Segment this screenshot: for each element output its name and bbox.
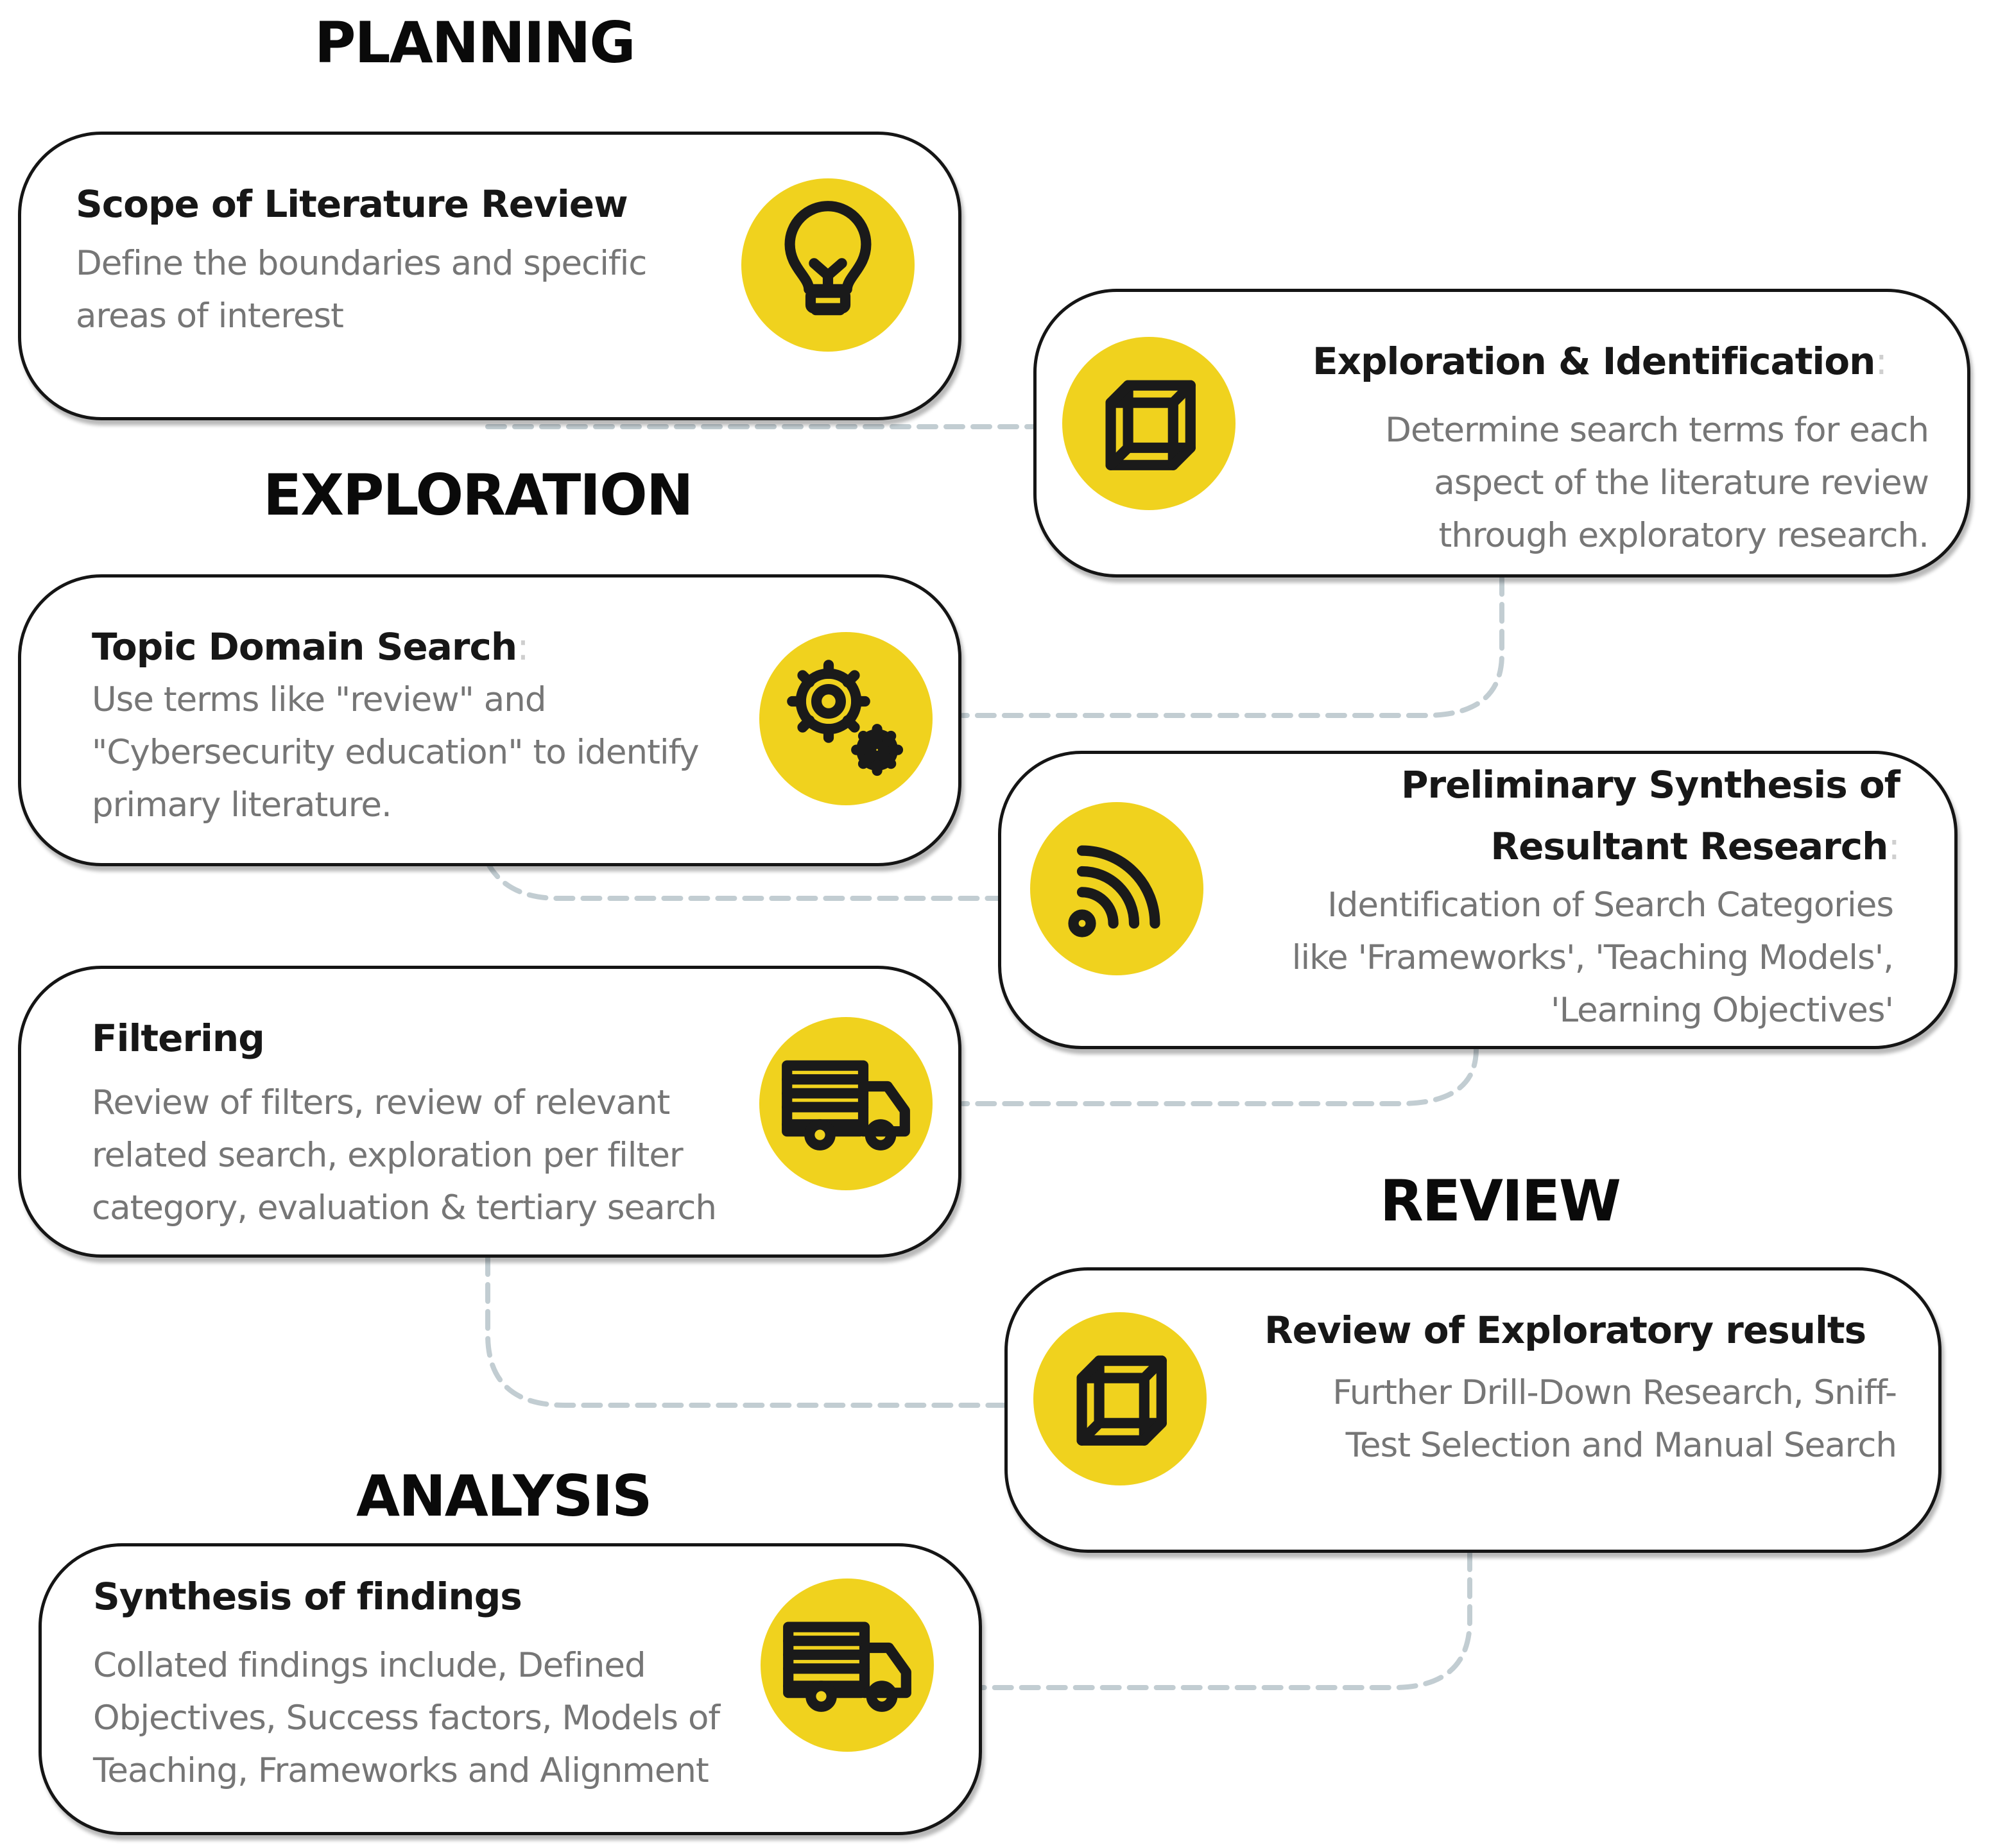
section-heading-analysis: ANALYSIS <box>356 1463 652 1529</box>
lightbulb-icon <box>741 178 915 352</box>
cube-icon <box>1033 1312 1207 1485</box>
step-card-topic-domain-search: Topic Domain Search: Use terms like "rev… <box>18 574 961 866</box>
step-title: Preliminary Synthesis of Resultant Resea… <box>1401 763 1900 868</box>
connector-exploration-to-topic <box>960 575 1504 718</box>
step-title: Exploration & Identification: <box>1313 339 1888 383</box>
step-description: Collated findings include, Defined Objec… <box>93 1646 720 1790</box>
step-description: Identification of Search Categories like… <box>1291 886 1894 1030</box>
connector-topic-to-preliminary <box>485 860 1004 901</box>
cube-icon <box>1062 337 1236 510</box>
step-title: Scope of Literature Review <box>76 182 628 226</box>
step-description: Determine search terms for each aspect o… <box>1385 411 1929 555</box>
step-card-review-exploratory: Review of Exploratory results Further Dr… <box>1004 1267 1942 1553</box>
step-card-scope: Scope of Literature Review Define the bo… <box>18 132 961 420</box>
step-title: Topic Domain Search: <box>92 625 530 669</box>
step-title: Review of Exploratory results <box>1264 1308 1866 1352</box>
connector-filtering-to-review <box>485 1255 1017 1408</box>
connector-review-to-synthesis <box>979 1550 1472 1690</box>
truck-icon <box>759 1017 933 1190</box>
section-heading-review: REVIEW <box>1380 1168 1621 1234</box>
section-heading-exploration: EXPLORATION <box>263 462 693 528</box>
step-card-filtering: Filtering Review of filters, review of r… <box>18 966 961 1258</box>
step-description: Define the boundaries and specific areas… <box>76 244 647 336</box>
step-card-exploration-identification: Exploration & Identification: Determine … <box>1033 289 1970 578</box>
step-card-synthesis-findings: Synthesis of findings Collated findings … <box>39 1543 982 1835</box>
step-title: Filtering <box>92 1016 265 1060</box>
connector-preliminary-to-filtering <box>960 1047 1479 1106</box>
signal-icon <box>1030 802 1203 975</box>
gears-icon <box>759 632 933 805</box>
section-heading-planning: PLANNING <box>314 10 636 76</box>
step-description: Further Drill-Down Research, Sniff- Test… <box>1332 1373 1897 1465</box>
truck-icon <box>761 1579 934 1752</box>
step-description: Use terms like "review" and "Cybersecuri… <box>92 680 700 825</box>
step-card-preliminary-synthesis: Preliminary Synthesis of Resultant Resea… <box>998 751 1958 1049</box>
step-title: Synthesis of findings <box>93 1575 522 1618</box>
step-description: Review of filters, review of relevant re… <box>92 1083 717 1228</box>
